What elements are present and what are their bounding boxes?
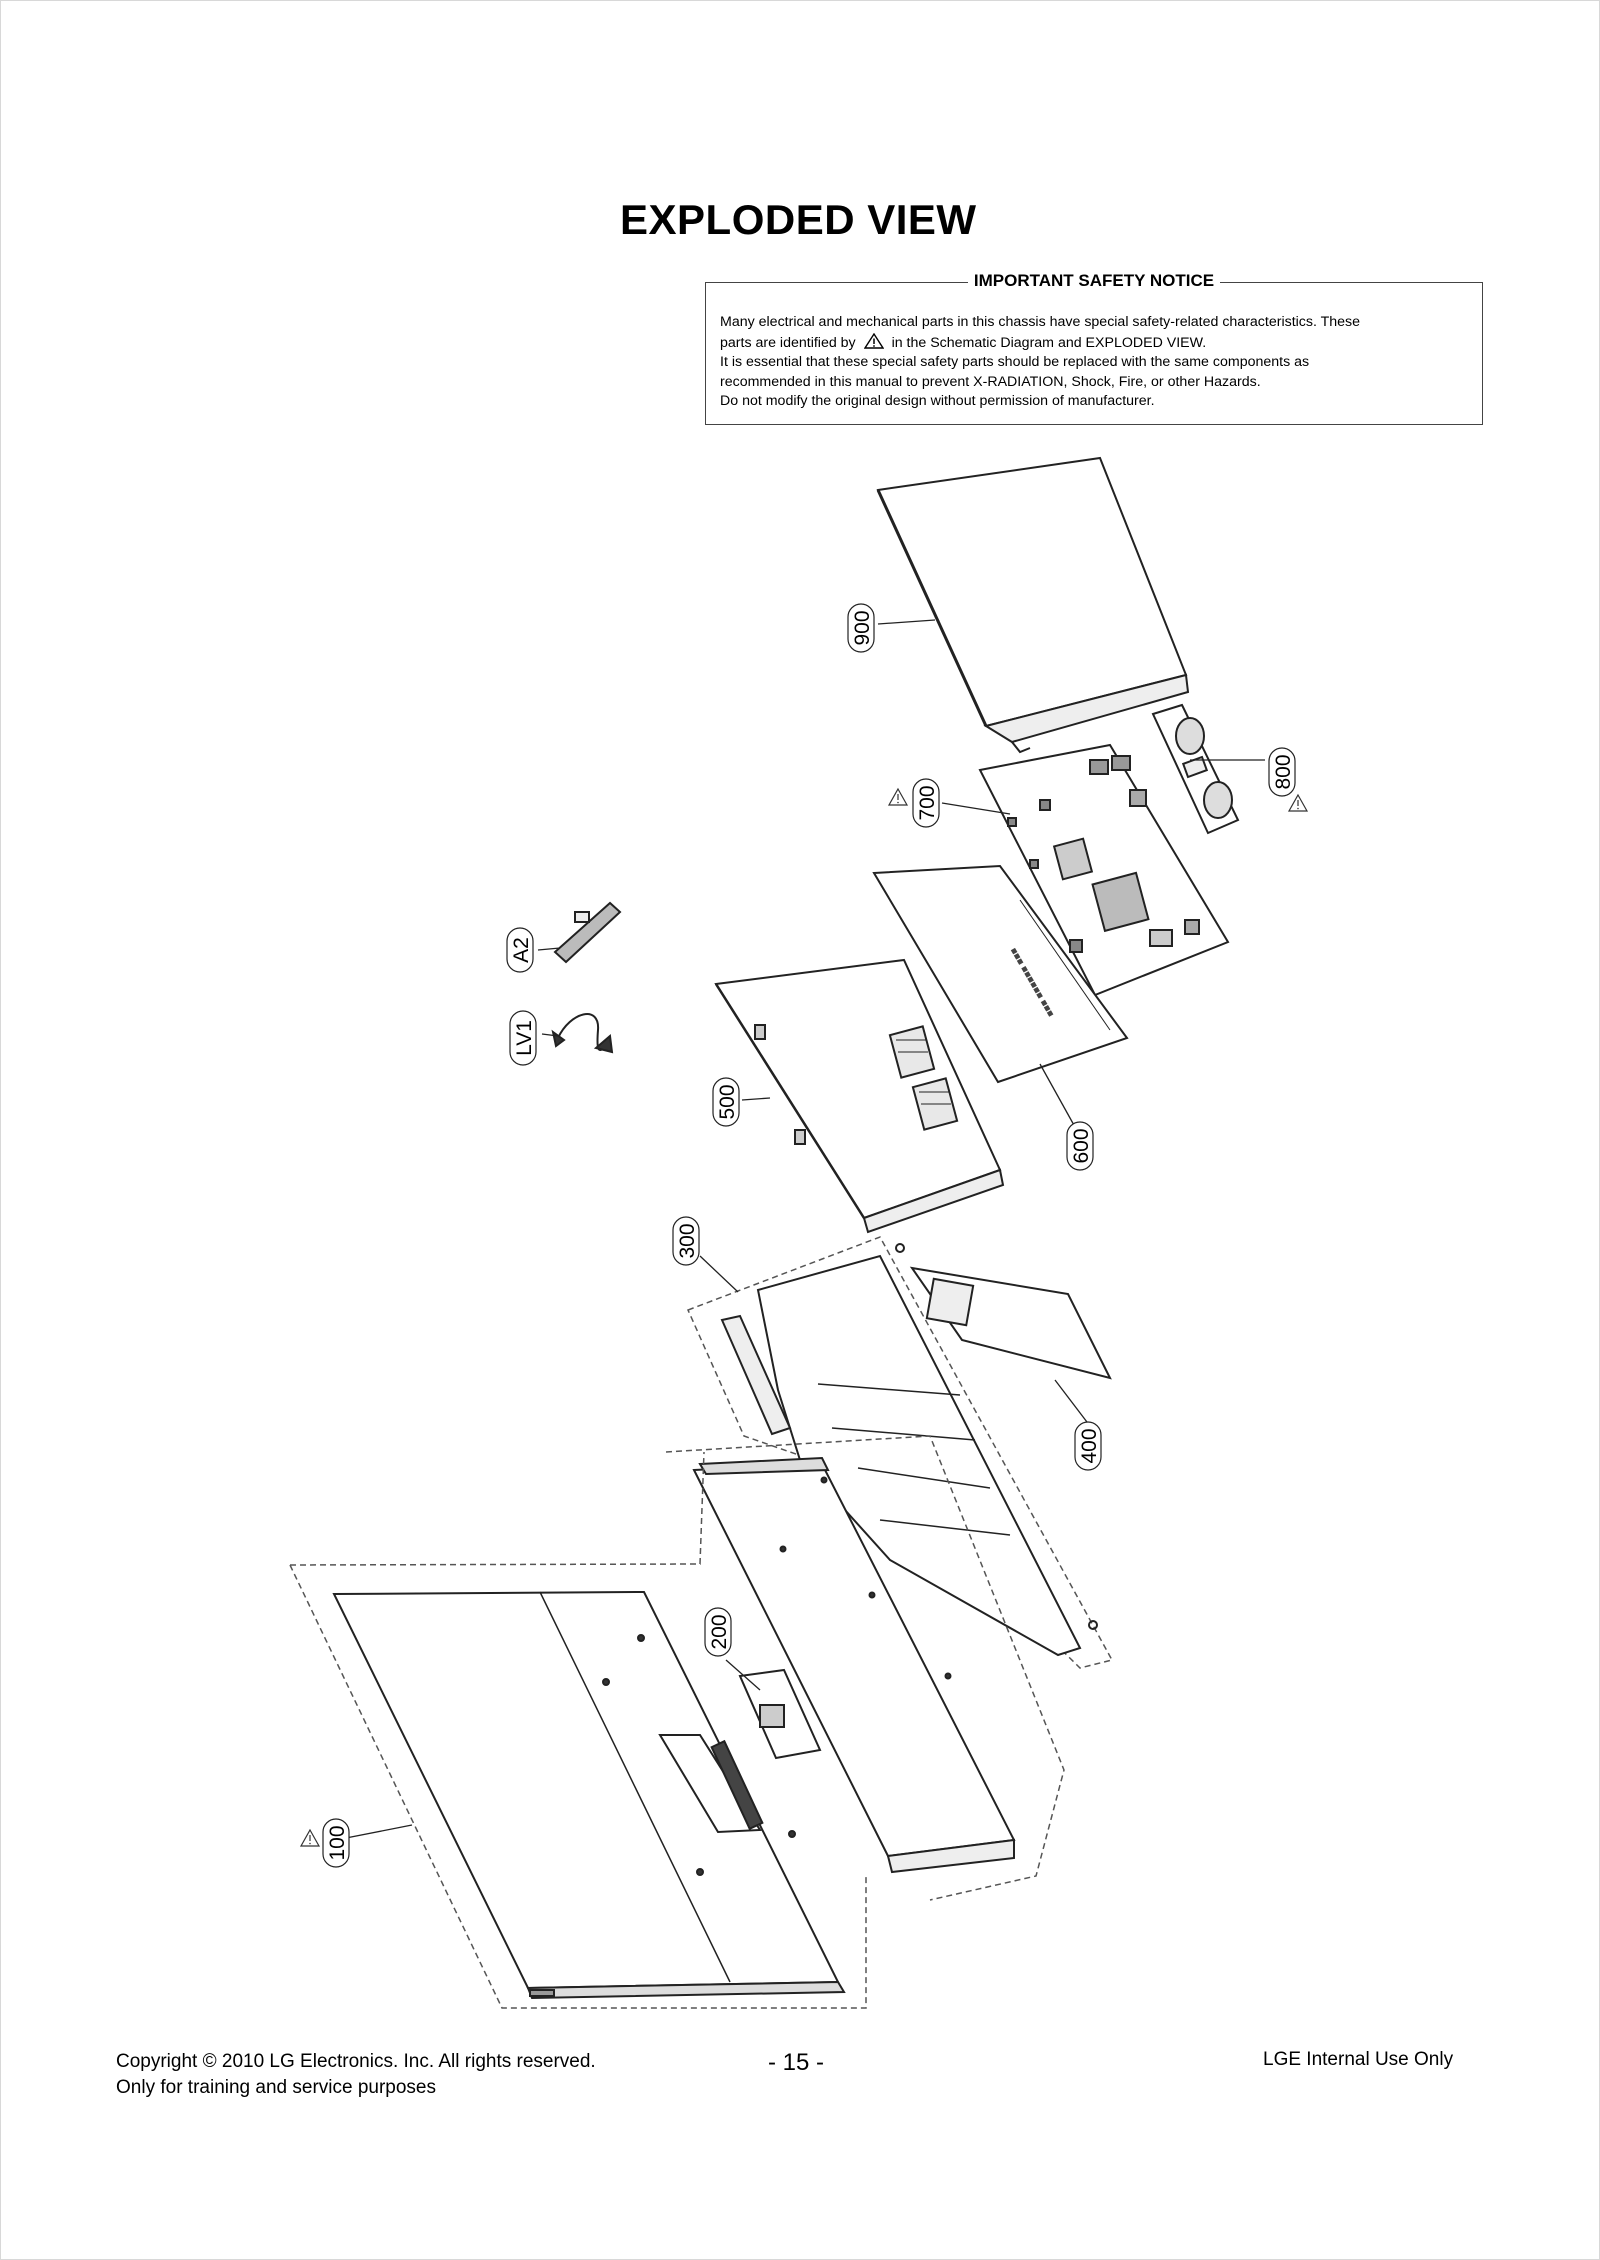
part-800-speaker — [1151, 703, 1240, 835]
callout-800: 800 — [1272, 754, 1295, 789]
callout-200-bubble: 200 — [704, 1607, 732, 1657]
callout-A2: A2 — [510, 937, 533, 963]
part-LV1-cable — [551, 1013, 614, 1054]
part-500-rear-chassis — [714, 958, 1005, 1234]
page-title: EXPLODED VIEW — [620, 196, 977, 243]
notice-line-2: parts are identified by in the Schematic… — [720, 332, 1468, 354]
callout-600: 600 — [1070, 1128, 1093, 1163]
safety-notice-body: Many electrical and mechanical parts in … — [720, 313, 1468, 412]
callout-500-bubble: 500 — [712, 1077, 740, 1127]
part-A2-button-board — [553, 901, 622, 964]
callout-700: 700 — [916, 785, 939, 820]
callout-LV1-bubble: LV1 — [509, 1010, 537, 1066]
callout-400-bubble: 400 — [1074, 1421, 1102, 1471]
callout-700-bubble: 700 — [912, 778, 940, 828]
part-300-frame-group — [686, 1236, 1114, 1669]
callout-300-bubble: 300 — [672, 1216, 700, 1266]
part-100-front-bezel — [289, 1451, 867, 2009]
part-400-board — [909, 1266, 1112, 1380]
footer-purpose: Only for training and service purposes — [116, 2077, 436, 2098]
callout-100: 100 — [326, 1825, 349, 1860]
footer-copyright: Copyright © 2010 LG Electronics. Inc. Al… — [116, 2051, 596, 2072]
callout-900: 900 — [851, 610, 874, 645]
callout-LV1: LV1 — [513, 1020, 536, 1056]
callout-900-bubble: 900 — [847, 603, 875, 653]
footer-internal-use: LGE Internal Use Only — [1263, 2049, 1454, 2070]
notice-line-3: It is essential that these special safet… — [720, 354, 1310, 370]
notice-line-2-end: in the Schematic Diagram and EXPLODED VI… — [891, 334, 1207, 351]
notice-line-5: Do not modify the original design withou… — [720, 393, 1155, 409]
callout-200: 200 — [708, 1614, 731, 1649]
part-700-main-board — [978, 743, 1230, 997]
notice-line-1: Many electrical and mechanical parts in … — [720, 314, 1361, 330]
footer-page-number: - 15 - — [768, 2049, 825, 2076]
safety-notice-heading-wrap: IMPORTANT SAFETY NOTICE — [706, 271, 1482, 291]
notice-line-2-start: parts are identified by — [720, 334, 856, 351]
safety-notice-heading: IMPORTANT SAFETY NOTICE — [967, 271, 1221, 290]
safety-notice-box: IMPORTANT SAFETY NOTICE Many electrical … — [705, 271, 1483, 425]
part-200-middle-panel — [665, 1435, 1065, 1901]
callout-400: 400 — [1078, 1428, 1101, 1463]
callout-A2-bubble: A2 — [506, 927, 534, 973]
notice-line-4: recommended in this manual to prevent X-… — [720, 373, 1261, 390]
footer-left: Copyright © 2010 LG Electronics. Inc. Al… — [116, 2049, 596, 2101]
callout-600-bubble: 600 — [1066, 1121, 1094, 1171]
callout-300: 300 — [676, 1223, 699, 1258]
part-callouts: 900 800 700 A2 LV1 500 600 300 — [322, 603, 1296, 1868]
callout-500: 500 — [716, 1084, 739, 1119]
warning-triangle-icon — [863, 332, 884, 349]
callout-800-bubble: 800 — [1268, 747, 1296, 797]
part-600-shield-plate: ■■■ ■■■■■■ ■■■ — [872, 864, 1129, 1084]
callout-100-bubble: 100 — [322, 1818, 350, 1868]
part-900-back-cover — [876, 456, 1190, 754]
